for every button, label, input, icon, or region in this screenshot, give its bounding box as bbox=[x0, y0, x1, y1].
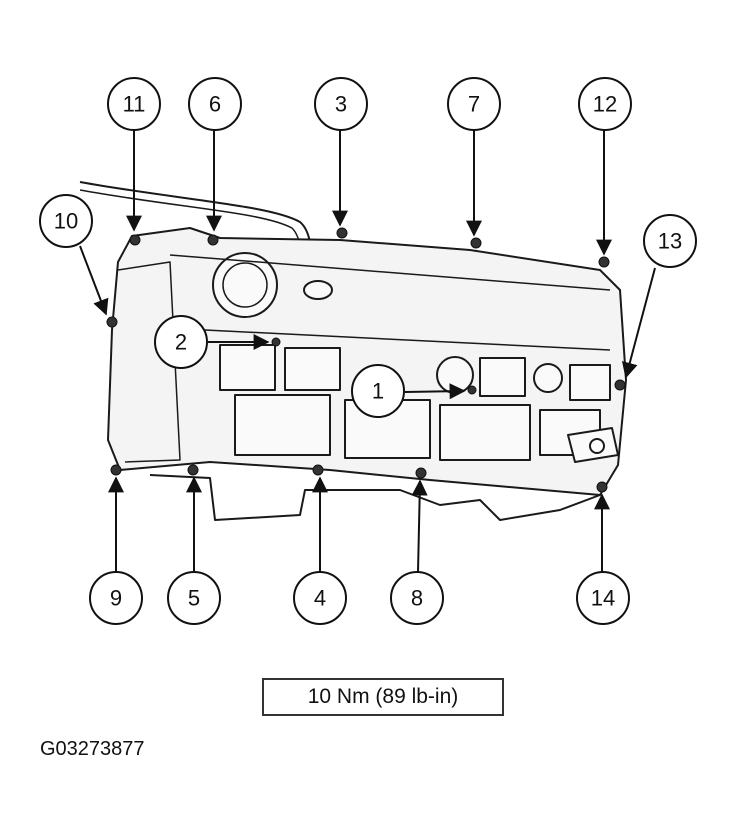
bolt-7 bbox=[470, 237, 482, 249]
figure-id: G03273877 bbox=[40, 738, 145, 760]
callout-10: 10 bbox=[54, 209, 78, 234]
callout-14: 14 bbox=[591, 586, 615, 611]
bolt-2 bbox=[271, 337, 281, 347]
callout-13: 13 bbox=[658, 229, 682, 254]
bolt-5 bbox=[187, 464, 199, 476]
bolt-9 bbox=[110, 464, 122, 476]
callout-12: 12 bbox=[593, 92, 617, 117]
valve-cover-illustration bbox=[79, 181, 627, 521]
bolt-12 bbox=[598, 256, 610, 268]
bolt-heads bbox=[106, 227, 626, 493]
callout-6: 6 bbox=[209, 92, 221, 117]
bolt-6 bbox=[207, 234, 219, 246]
callout-9: 9 bbox=[110, 586, 122, 611]
callout-7: 7 bbox=[468, 92, 480, 117]
torque-spec-label: 10 Nm (89 lb-in) bbox=[262, 678, 504, 716]
bolt-1 bbox=[467, 385, 477, 395]
callout-2: 2 bbox=[175, 330, 187, 355]
callout-circles bbox=[39, 77, 697, 625]
bolt-14 bbox=[596, 481, 608, 493]
bolt-3 bbox=[336, 227, 348, 239]
bolt-4 bbox=[312, 464, 324, 476]
callout-5: 5 bbox=[188, 586, 200, 611]
leader-lines bbox=[79, 130, 656, 573]
callout-8: 8 bbox=[411, 586, 423, 611]
callout-3: 3 bbox=[335, 92, 347, 117]
bolt-8 bbox=[415, 467, 427, 479]
callout-1: 1 bbox=[372, 379, 384, 404]
bolt-11 bbox=[129, 234, 141, 246]
bolt-10 bbox=[106, 316, 118, 328]
callout-11: 11 bbox=[123, 92, 146, 117]
bolt-13 bbox=[614, 379, 626, 391]
callout-4: 4 bbox=[314, 586, 326, 611]
